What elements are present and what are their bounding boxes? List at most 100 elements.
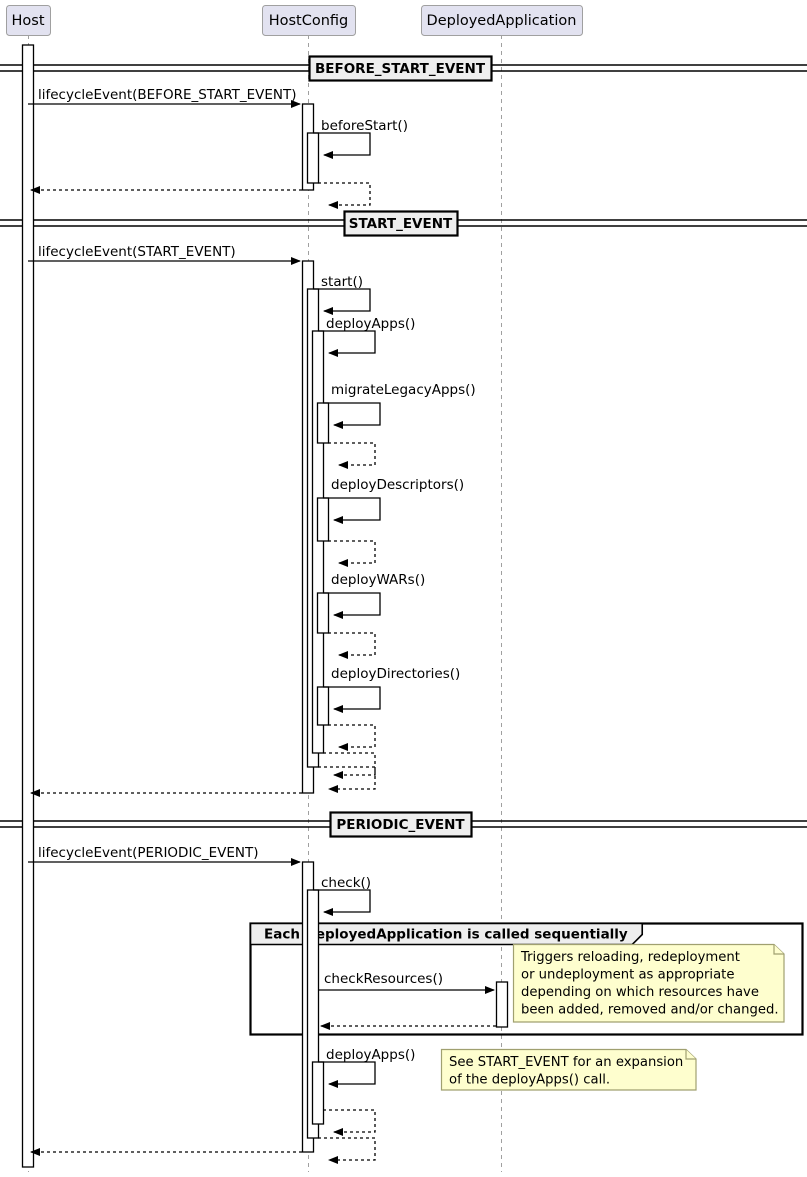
activation-bar-config xyxy=(311,1061,325,1125)
participant-label-app: DeployedApplication xyxy=(427,13,577,29)
group-each-deployed-application-tab xyxy=(249,922,644,946)
msg-deploy-descriptors: deployDescriptors() xyxy=(323,477,464,524)
messages-layer: lifecycleEvent(BEFORE_START_EVENT)before… xyxy=(28,87,496,1164)
divider-start-label: START_EVENT xyxy=(349,216,453,232)
msg-deploy-directories-ret-path xyxy=(328,724,376,751)
msg-check-label: check() xyxy=(321,875,371,891)
msg-start-label: start() xyxy=(321,274,363,290)
msg-deploy-apps-1-path xyxy=(318,330,376,357)
divider-start-box xyxy=(343,210,459,237)
msg-lifecycle-periodic: lifecycleEvent(PERIODIC_EVENT) xyxy=(28,845,301,866)
note-deploy-apps-body xyxy=(440,1048,697,1091)
note-check-resources-body xyxy=(512,943,785,1023)
msg-before-start: beforeStart() xyxy=(313,118,408,159)
msg-deploy-apps-2: deployApps() xyxy=(318,1047,415,1088)
note-check-resources-line: depending on which resources have xyxy=(521,985,759,1000)
msg-deploy-apps-1-ret xyxy=(323,752,376,779)
groups-layer: Each DeployedApplication is called seque… xyxy=(249,922,804,1036)
msg-check-ret-path xyxy=(318,1137,376,1164)
msg-before-start-return xyxy=(318,182,371,209)
participant-label-config: HostConfig xyxy=(269,13,349,29)
msg-deploy-apps-2-ret-path xyxy=(323,1109,376,1136)
msg-start: start() xyxy=(313,274,371,315)
msg-start-ret xyxy=(318,766,376,793)
activation-bar-config xyxy=(316,592,330,634)
participants-layer: Host HostConfig DeployedApplication xyxy=(6,5,583,36)
msg-deploy-directories-ret xyxy=(328,724,376,751)
msg-deploy-wars-path xyxy=(323,592,381,619)
msg-lifecycle-start: lifecycleEvent(START_EVENT) xyxy=(28,244,301,265)
msg-deploy-apps-1: deployApps() xyxy=(318,316,415,357)
activations-layer xyxy=(21,44,509,1168)
msg-deploy-apps-1-label: deployApps() xyxy=(326,316,415,332)
participant-box-host xyxy=(6,5,51,36)
participant-config[interactable]: HostConfig xyxy=(262,5,356,36)
note-deploy-apps-line: See START_EVENT for an expansion xyxy=(449,1055,683,1070)
msg-check-resources-label: checkResources() xyxy=(324,971,443,987)
msg-migrate-legacy-label: migrateLegacyApps() xyxy=(331,382,476,398)
msg-check-path xyxy=(313,889,371,916)
msg-deploy-descriptors-label: deployDescriptors() xyxy=(331,477,464,493)
divider-periodic-label: PERIODIC_EVENT xyxy=(336,817,465,833)
group-each-deployed-application: Each DeployedApplication is called seque… xyxy=(249,922,804,1036)
participant-label-host: Host xyxy=(11,13,44,29)
divider-start: START_EVENT xyxy=(0,210,807,237)
msg-check-resources: checkResources() xyxy=(318,971,495,994)
msg-deploy-wars: deployWARs() xyxy=(323,572,425,619)
participant-app[interactable]: DeployedApplication xyxy=(421,5,583,36)
msg-deploy-directories: deployDirectories() xyxy=(323,666,460,713)
msg-migrate-legacy-ret-path xyxy=(328,442,376,469)
msg-before-start-return-path xyxy=(318,182,371,209)
activation-bar-host xyxy=(21,44,35,1168)
participant-host[interactable]: Host xyxy=(6,5,51,36)
msg-deploy-apps-2-path xyxy=(318,1061,376,1088)
dividers-layer: BEFORE_START_EVENT START_EVENT PERIODIC_EV… xyxy=(0,55,807,838)
msg-deploy-descriptors-ret xyxy=(328,540,376,567)
note-check-resources-line: been added, removed and/or changed. xyxy=(521,1003,779,1018)
msg-deploy-apps-1-ret-path xyxy=(323,752,376,779)
msg-migrate-legacy-path xyxy=(323,402,381,429)
divider-periodic-box xyxy=(329,811,473,838)
msg-check: check() xyxy=(313,875,371,916)
msg-start-path xyxy=(313,288,371,315)
msg-deploy-descriptors-path xyxy=(323,497,381,524)
msg-deploy-wars-ret xyxy=(328,632,376,659)
divider-before-start-label: BEFORE_START_EVENT xyxy=(315,61,486,77)
note-check-resources-line: or undeployment as appropriate xyxy=(521,968,734,983)
divider-periodic: PERIODIC_EVENT xyxy=(0,811,807,838)
note-check-resources-fold xyxy=(773,944,784,955)
msg-before-start-path xyxy=(313,132,371,159)
msg-lifecycle-periodic-label: lifecycleEvent(PERIODIC_EVENT) xyxy=(38,845,259,861)
divider-before-start-box xyxy=(308,55,493,82)
activation-bar-config xyxy=(316,686,330,726)
msg-lifecycle-before-start: lifecycleEvent(BEFORE_START_EVENT) xyxy=(28,87,301,108)
activation-bar-config xyxy=(306,132,320,184)
participant-box-app xyxy=(421,5,583,36)
activation-bar-config xyxy=(316,402,330,444)
msg-lifecycle-before-start-label: lifecycleEvent(BEFORE_START_EVENT) xyxy=(38,87,297,103)
msg-deploy-wars-ret-path xyxy=(328,632,376,659)
participant-box-config xyxy=(262,5,356,36)
msg-deploy-apps-2-label: deployApps() xyxy=(326,1047,415,1063)
msg-before-start-label: beforeStart() xyxy=(321,118,408,134)
msg-migrate-legacy-ret xyxy=(328,442,376,469)
note-check-resources: Triggers reloading, redeployment or undep… xyxy=(512,943,785,1023)
msg-migrate-legacy: migrateLegacyApps() xyxy=(323,382,476,429)
divider-before-start: BEFORE_START_EVENT xyxy=(0,55,807,82)
msg-lifecycle-start-label: lifecycleEvent(START_EVENT) xyxy=(38,244,236,260)
msg-deploy-directories-path xyxy=(323,686,381,713)
note-deploy-apps-line: of the deployApps() call. xyxy=(449,1073,610,1088)
activation-bar-app xyxy=(495,981,509,1028)
notes-layer: Triggers reloading, redeployment or undep… xyxy=(440,943,785,1091)
msg-deploy-wars-label: deployWARs() xyxy=(331,572,425,588)
activation-bar-config xyxy=(316,497,330,542)
note-deploy-apps-fold xyxy=(685,1049,696,1060)
msg-check-ret xyxy=(318,1137,376,1164)
msg-deploy-descriptors-ret-path xyxy=(328,540,376,567)
note-check-resources-line: Triggers reloading, redeployment xyxy=(520,950,740,965)
msg-start-ret-path xyxy=(318,766,376,793)
group-each-deployed-application-label: Each DeployedApplication is called seque… xyxy=(264,927,628,943)
lifelines-layer xyxy=(28,35,502,1172)
